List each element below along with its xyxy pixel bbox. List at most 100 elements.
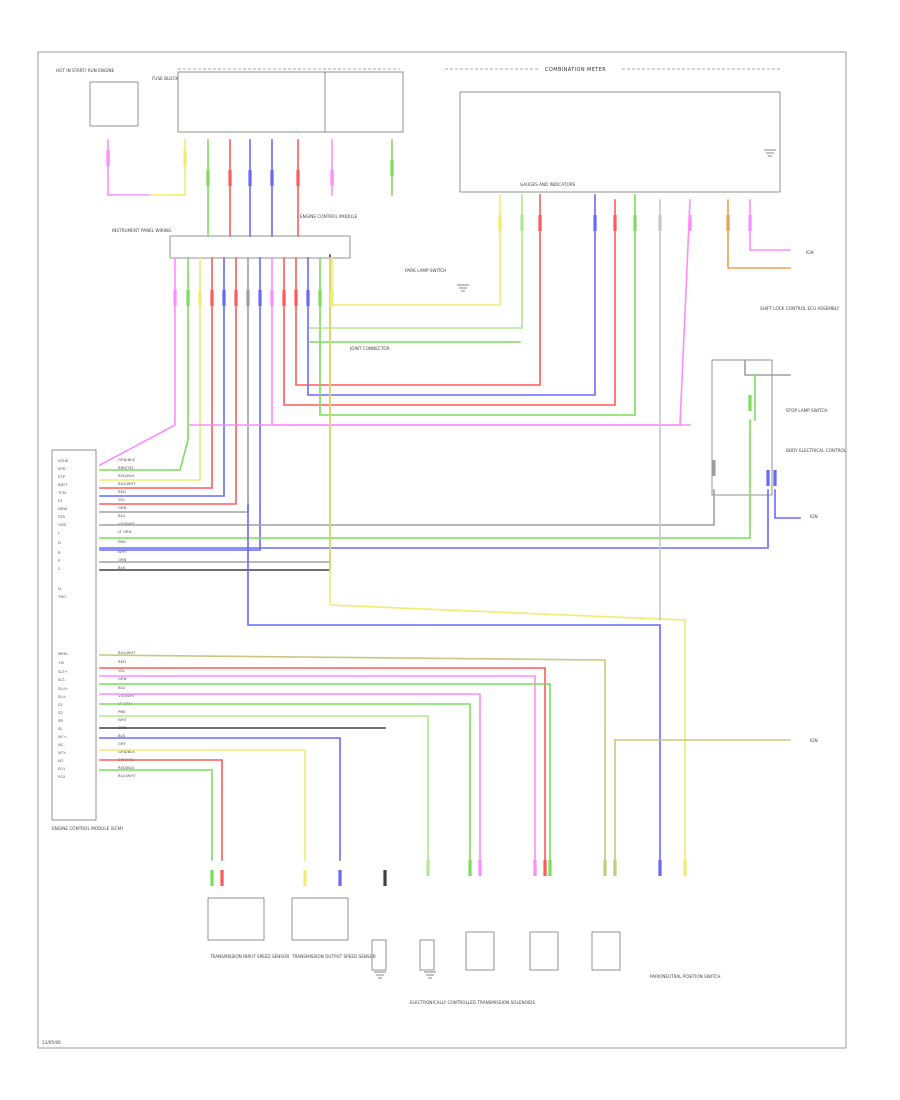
diagram-frame	[37, 51, 847, 1049]
pcm-pin-labels: IGSWSPDSTPBATTTCME1NSWSTAODSLDRP2NTHOMRE…	[57, 457, 136, 779]
pcm-pin-label: N	[58, 586, 61, 591]
wire-27	[99, 419, 751, 539]
fuse-box-label: FUSE BLOCK	[152, 76, 178, 81]
combination-meter-box	[459, 91, 781, 193]
wire-28	[99, 489, 769, 549]
pcm-pin-label: D	[58, 540, 61, 545]
pcm-pin-label: SLT-	[58, 677, 66, 682]
solenoid-2	[419, 939, 435, 971]
pcm-pin-label: ODS	[58, 522, 67, 527]
wire-0	[107, 139, 151, 196]
wire-49	[749, 199, 791, 251]
pcm-pin-label: SLT+	[58, 669, 68, 674]
pcm-pin-label: +B	[58, 660, 64, 665]
pcm-pin-label: IGSW	[58, 458, 68, 463]
pcm-pin-label: E1	[58, 498, 63, 503]
ecm-top-label: ENGINE CONTROL MODULE	[300, 214, 358, 219]
power-ref-3: IGN	[810, 738, 818, 743]
wire-13	[99, 257, 225, 497]
wire-17	[271, 199, 691, 426]
wire-50	[774, 489, 801, 519]
solenoid-3	[465, 931, 495, 971]
pcm-pin-label: SPD	[58, 466, 66, 471]
body-ecu-label: BODY ELECTRICAL CONTROL	[786, 448, 847, 453]
wire-9	[98, 257, 176, 467]
ground-symbol-2	[424, 971, 436, 979]
wire-code-label: GRN	[118, 676, 127, 681]
pcm-pin-label: MREL	[58, 651, 69, 656]
ground-symbol-1	[374, 971, 386, 979]
wire-code-label: ORN	[118, 557, 127, 562]
park-lamp-label: PARK LAMP SWITCH	[405, 268, 446, 273]
gauge-assembly-label: GAUGES AND INDICATORS	[520, 182, 576, 187]
pcm-pin-label: SR	[58, 718, 63, 723]
stop-lamp-switch-box	[711, 359, 773, 496]
wire-20	[307, 194, 596, 396]
wire-code-label: BLK	[118, 733, 126, 738]
hot-fuse-label: HOT IN START/ RUN ENGINE	[56, 68, 115, 73]
wire-code-label: WHT	[118, 549, 128, 554]
wire-35	[99, 675, 536, 861]
wire-code-label: BLU	[118, 685, 126, 690]
ground-layer	[374, 149, 776, 979]
wire-14	[99, 257, 237, 505]
wire-38	[99, 703, 471, 861]
wire-code-label: YEL	[118, 668, 126, 673]
connector-layer	[106, 150, 777, 886]
pcm-pin-label: 2	[58, 566, 61, 571]
wire-1	[149, 139, 186, 196]
ground-symbol-0	[457, 284, 469, 292]
pcm-pin-label: SLU-	[58, 694, 67, 699]
pcm-pin-label: S2	[58, 710, 63, 715]
output-sensor-label: TRANSMISSION OUTPUT SPEED SENSOR	[291, 954, 376, 959]
pcm-pin-label: SL	[58, 726, 63, 731]
wire-21	[319, 194, 636, 416]
shift-lock-label: SHIFT LOCK CONTROL ECU ASSEMBLY	[760, 306, 840, 311]
solenoid-4	[529, 931, 559, 971]
pcm-pin-label: S1	[58, 702, 63, 707]
wire-code-label: RED/BLK	[118, 765, 135, 770]
wire-41	[99, 737, 341, 861]
pcm-pin-label: NT+	[58, 750, 66, 755]
pcm-pin-label: STA	[58, 514, 65, 519]
wire-code-label: BRN/YEL	[118, 465, 135, 470]
pcm-pin-label: BATT	[58, 482, 68, 487]
input-speed-sensor	[207, 897, 265, 941]
fuse-box	[177, 71, 404, 133]
wire-32	[247, 504, 661, 861]
wire-11	[99, 257, 201, 481]
wire-23	[309, 194, 523, 329]
pcm-pin-label: R	[58, 550, 61, 555]
wire-code-label: BLK	[118, 565, 126, 570]
power-ref-1: IGN	[806, 250, 814, 255]
wire-39	[99, 715, 429, 861]
wire-code-label: PNK	[118, 709, 126, 714]
pcm-pin-label: NC+	[58, 734, 67, 739]
pcm-pin-label: E01	[58, 766, 66, 771]
pcm-pin-label: THO	[57, 594, 66, 599]
wire-18	[283, 199, 616, 406]
ipc-connector-label: INSTRUMENT PANEL WIRING	[112, 228, 171, 233]
pcm-pin-label: TCM	[57, 490, 66, 495]
wire-42	[99, 749, 306, 861]
wire-code-label: BLU/WHT	[118, 773, 136, 778]
wire-22	[331, 194, 501, 306]
pcm-pin-label: STP	[58, 474, 66, 479]
wire-36	[99, 683, 551, 861]
solenoid-5	[591, 931, 621, 971]
wire-34	[99, 667, 546, 861]
pcm-pin-label: L	[58, 530, 61, 535]
ecm-top-connector	[169, 235, 351, 259]
stop-lamp-label: STOP LAMP SWITCH	[786, 408, 828, 413]
wire-44	[99, 769, 213, 861]
solenoid-1	[371, 939, 387, 971]
footer-code: 13/05/06	[42, 1040, 61, 1045]
wire-code-label: BLU/WHT	[118, 650, 136, 655]
wire-code-label: RED	[118, 489, 126, 494]
input-sensor-label: TRANSMISSION INPUT SPEED SENSOR	[209, 954, 289, 959]
wire-19	[295, 194, 541, 386]
wire-code-label: VIO/WHT	[118, 521, 136, 526]
combination-meter-title: COMBINATION METER	[545, 67, 606, 73]
